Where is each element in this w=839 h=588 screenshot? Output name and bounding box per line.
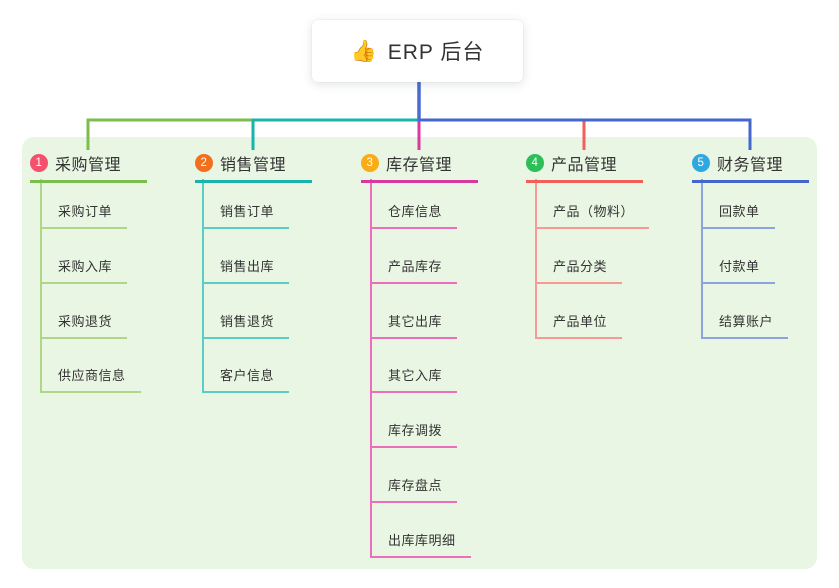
- branch-2-label: 销售管理: [220, 157, 287, 174]
- child-node[interactable]: 产品分类: [536, 258, 623, 284]
- branch-node-purchase[interactable]: 1 采购管理: [30, 149, 147, 183]
- branch-group-panel: [22, 137, 817, 569]
- root-title: ERP 后台: [387, 41, 485, 64]
- child-node[interactable]: 回款单: [702, 203, 775, 229]
- child-node[interactable]: 采购退货: [41, 313, 128, 339]
- child-node[interactable]: 销售订单: [203, 203, 290, 229]
- branch-3-label: 库存管理: [386, 157, 453, 174]
- child-node[interactable]: 库存盘点: [371, 477, 458, 503]
- child-node[interactable]: 产品（物料）: [536, 203, 650, 229]
- child-node[interactable]: 付款单: [702, 258, 775, 284]
- child-node[interactable]: 其它出库: [371, 313, 458, 339]
- branch-3-badge: 3: [361, 154, 379, 172]
- branch-4-badge: 4: [526, 154, 544, 172]
- child-node[interactable]: 其它入库: [371, 367, 458, 393]
- branch-node-inventory[interactable]: 3 库存管理: [361, 149, 478, 183]
- branch-5-label: 财务管理: [717, 157, 784, 174]
- thumbs-up-icon: 👍: [350, 39, 378, 63]
- child-node[interactable]: 出库库明细: [371, 532, 471, 558]
- root-node[interactable]: 👍 ERP 后台: [312, 20, 523, 82]
- connector-branch-5: [419, 118, 752, 150]
- child-node[interactable]: 库存调拨: [371, 422, 458, 448]
- child-node[interactable]: 采购入库: [41, 258, 128, 284]
- child-node[interactable]: 产品库存: [371, 258, 458, 284]
- branch-node-sales[interactable]: 2 销售管理: [195, 149, 312, 183]
- child-node[interactable]: 客户信息: [203, 367, 290, 393]
- branch-4-label: 产品管理: [551, 157, 618, 174]
- child-node[interactable]: 结算账户: [702, 313, 789, 339]
- child-node[interactable]: 销售出库: [203, 258, 290, 284]
- connector-branch-2: [251, 118, 419, 150]
- child-node[interactable]: 供应商信息: [41, 367, 141, 393]
- branch-1-label: 采购管理: [55, 157, 122, 174]
- child-node[interactable]: 采购订单: [41, 203, 128, 229]
- branch-5-badge: 5: [692, 154, 710, 172]
- connector-branch-4: [419, 118, 586, 150]
- child-node[interactable]: 产品单位: [536, 313, 623, 339]
- branch-node-finance[interactable]: 5 财务管理: [692, 149, 809, 183]
- branch-2-badge: 2: [195, 154, 213, 172]
- branch-node-product[interactable]: 4 产品管理: [526, 149, 643, 183]
- branch-1-badge: 1: [30, 154, 48, 172]
- child-node[interactable]: 销售退货: [203, 313, 290, 339]
- child-node[interactable]: 仓库信息: [371, 203, 458, 229]
